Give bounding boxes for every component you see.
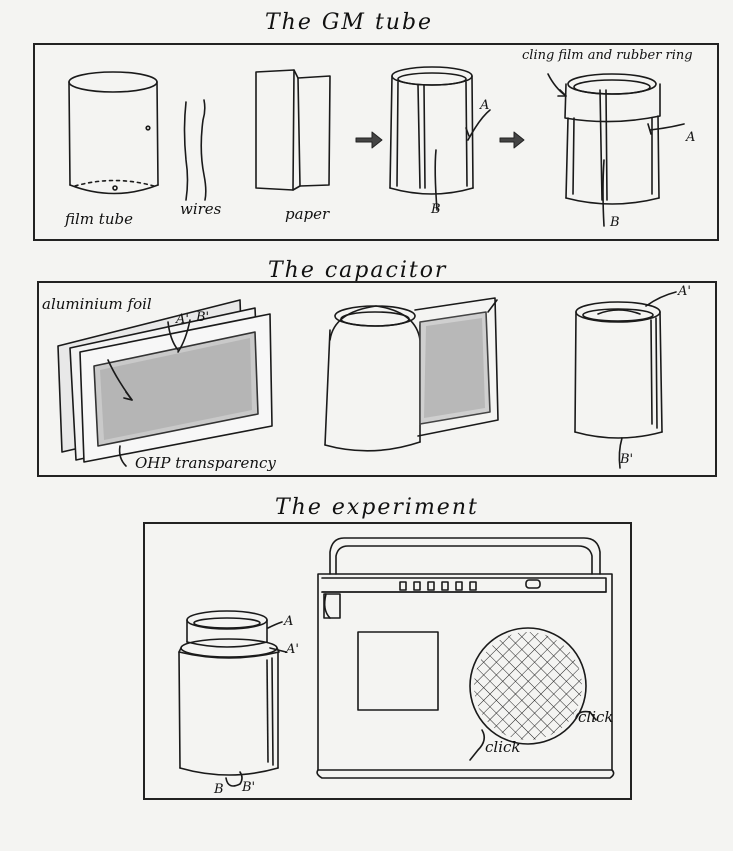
label-a-prime-roll: A' <box>678 284 691 299</box>
ohp-transparency-label: OHP transparency <box>135 454 276 472</box>
label-a-experiment: A <box>284 614 294 629</box>
gm-tube-title: The GM tube <box>265 10 434 35</box>
capacitor-title: The capacitor <box>268 258 448 283</box>
click-label-1: click <box>578 708 614 726</box>
aluminium-foil-label: aluminium foil <box>42 295 152 313</box>
paper-drawing <box>255 69 331 191</box>
label-a-tube2: A <box>686 130 696 145</box>
label-b-prime-roll: B' <box>620 452 634 467</box>
label-a-tube1: A <box>480 98 490 113</box>
paper-label: paper <box>285 205 330 223</box>
label-b-tube2: B <box>610 215 620 230</box>
label-a-prime-sheet: A' <box>176 312 189 327</box>
label-b-tube1: B <box>431 202 441 217</box>
label-b-prime-sheet: B' <box>196 310 210 325</box>
click-label-2: click <box>485 738 521 756</box>
capacitor-sheets-drawing <box>57 299 273 467</box>
label-b-experiment: B <box>214 782 224 797</box>
radio-drawing <box>316 537 615 779</box>
rolled-tube-1-drawing <box>389 66 491 211</box>
capacitor-roll-drawing <box>574 291 677 469</box>
capacitor-panel <box>37 281 717 477</box>
experiment-panel <box>143 522 632 800</box>
label-a-prime-experiment: A' <box>286 642 299 657</box>
wires-drawing <box>183 99 207 201</box>
cling-film-label: cling film and rubber ring <box>522 48 693 63</box>
rolled-tube-2-drawing <box>547 73 685 227</box>
experiment-tube-drawing <box>178 610 287 787</box>
capacitor-rolling-drawing <box>324 297 499 452</box>
wires-label: wires <box>180 200 222 218</box>
gm-tube-panel <box>33 43 719 241</box>
film-tube-label: film tube <box>65 210 133 228</box>
film-tube-drawing <box>68 71 159 195</box>
experiment-title: The experiment <box>275 495 479 520</box>
label-b-prime-experiment: B' <box>242 780 256 795</box>
